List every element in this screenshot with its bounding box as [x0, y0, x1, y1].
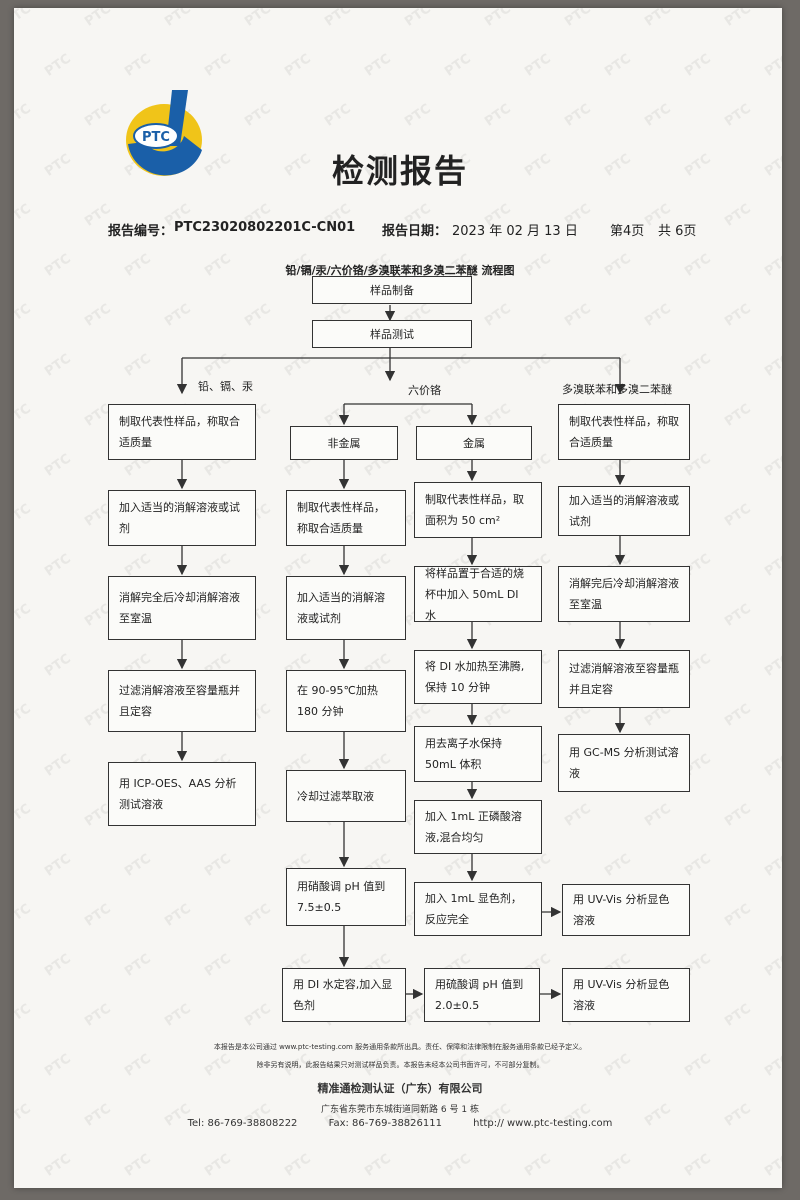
branch-label-pbb: 多溴联苯和多溴二苯醚: [562, 383, 672, 396]
footer-web: http:// www.ptc-testing.com: [473, 1118, 613, 1129]
report-title: 检测报告: [331, 152, 468, 190]
ptc-logo: PTC: [126, 90, 202, 176]
nonmetal-step-7: 用硫酸调 pH 值到 2.0±0.5: [424, 968, 540, 1022]
pbb-step-2: 加入适当的消解溶液或试剂: [558, 486, 690, 536]
metal-step-3: 将 DI 水加热至沸腾,保持 10 分钟: [414, 650, 542, 704]
branch-label-cr6: 六价铬: [408, 384, 441, 397]
report-no-label: 报告编号：: [108, 224, 174, 239]
nonmetal-step-8: 用 UV-Vis 分析显色溶液: [562, 968, 690, 1022]
footer-address: 广东省东莞市东城街道同新路 6 号 1 栋: [321, 1105, 479, 1115]
footer-company: 精准通检测认证（广东）有限公司: [317, 1082, 483, 1095]
heavy-step-5: 用 ICP-OES、AAS 分析测试溶液: [108, 762, 256, 826]
metal-step-5: 加入 1mL 正磷酸溶液,混合均匀: [414, 800, 542, 854]
pbb-step-5: 用 GC-MS 分析测试溶液: [558, 734, 690, 792]
footer-fax: Fax: 86-769-38826111: [328, 1118, 442, 1129]
metal-step-6: 加入 1mL 显色剂，反应完全: [414, 882, 542, 936]
heavy-step-1: 制取代表性样品，称取合适质量: [108, 404, 256, 460]
footer-tel: Tel: 86-769-38808222: [187, 1118, 298, 1129]
metal-step-7: 用 UV-Vis 分析显色溶液: [562, 884, 690, 936]
nonmetal-step-3: 在 90-95℃加热 180 分钟: [286, 670, 406, 732]
report-date: 2023 年 02 月 13 日: [452, 224, 578, 239]
pbb-step-4: 过滤消解溶液至容量瓶并且定容: [558, 650, 690, 708]
nonmetal-box: 非金属: [290, 426, 398, 460]
report-date-label: 报告日期：: [382, 224, 448, 239]
footer-disclaimer-2: 除非另有说明，此报告结果只对测试样品负责。本报告未经本公司书面许可，不可部分复制…: [256, 1061, 544, 1069]
sample-prep-box: 样品制备: [312, 276, 472, 304]
footer-disclaimer-1: 本报告是本公司通过 www.ptc-testing.com 服务通用条款所出具。…: [213, 1043, 587, 1051]
flowchart-connectors: [176, 305, 626, 1000]
nonmetal-step-5: 用硝酸调 pH 值到 7.5±0.5: [286, 868, 406, 926]
heavy-step-3: 消解完全后冷却消解溶液至室温: [108, 576, 256, 640]
metal-step-2: 将样品置于合适的烧杯中加入 50mL DI 水: [414, 566, 542, 622]
nonmetal-step-4: 冷却过滤萃取液: [286, 770, 406, 822]
footer-contact: Tel: 86-769-38808222 Fax: 86-769-3882611…: [14, 1118, 782, 1129]
pbb-step-3: 消解完后冷却消解溶液至室温: [558, 566, 690, 622]
metal-box: 金属: [416, 426, 532, 460]
metal-step-4: 用去离子水保持 50mL 体积: [414, 726, 542, 782]
flowchart-title: 铅/镉/汞/六价铬/多溴联苯和多溴二苯醚 流程图: [285, 264, 515, 277]
nonmetal-step-1: 制取代表性样品，称取合适质量: [286, 490, 406, 546]
nonmetal-step-6: 用 DI 水定容,加入显色剂: [282, 968, 406, 1022]
nonmetal-step-2: 加入适当的消解溶液或试剂: [286, 576, 406, 640]
metal-step-1: 制取代表性样品，取面积为 50 cm²: [414, 482, 542, 538]
heavy-step-4: 过滤消解溶液至容量瓶并且定容: [108, 670, 256, 732]
report-no: PTC23020802201C-CN01: [174, 220, 356, 235]
sample-test-box: 样品测试: [312, 320, 472, 348]
heavy-step-2: 加入适当的消解溶液或试剂: [108, 490, 256, 546]
page-number: 第4页: [610, 224, 645, 239]
page-total: 共 6页: [658, 224, 697, 239]
pbb-step-1: 制取代表性样品，称取合适质量: [558, 404, 690, 460]
branch-label-heavy-metals: 铅、镉、汞: [198, 380, 253, 393]
svg-text:PTC: PTC: [142, 130, 170, 145]
